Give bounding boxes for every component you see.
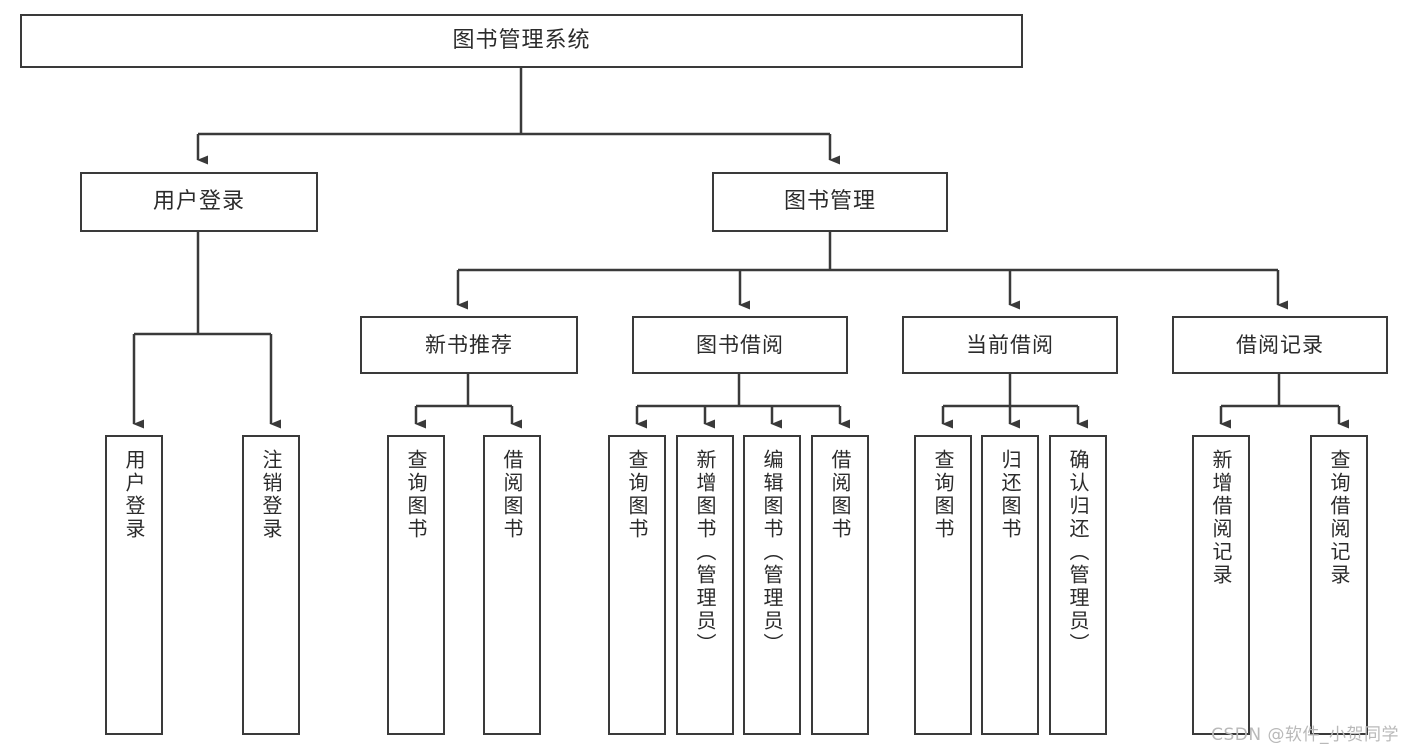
node-label: 编辑图书（管理员）	[760, 449, 784, 656]
node-leaf-add-borrow-record[interactable]: 新增借阅记录	[1192, 435, 1250, 735]
node-leaf-query-book-current[interactable]: 查询图书	[914, 435, 972, 735]
node-current-borrow[interactable]: 当前借阅	[902, 316, 1118, 374]
node-leaf-borrow-book[interactable]: 借阅图书	[811, 435, 869, 735]
node-leaf-edit-book-admin[interactable]: 编辑图书（管理员）	[743, 435, 801, 735]
node-label: 借阅图书	[828, 449, 852, 541]
node-label: 确认归还（管理员）	[1066, 449, 1090, 656]
node-label: 归还图书	[998, 449, 1022, 541]
node-label: 借阅记录	[1236, 332, 1324, 357]
node-label: 查询借阅记录	[1327, 449, 1351, 587]
node-label: 当前借阅	[966, 332, 1054, 357]
node-label: 用户登录	[152, 189, 245, 215]
node-label: 新增借阅记录	[1209, 449, 1233, 587]
node-leaf-borrow-book-recommend[interactable]: 借阅图书	[483, 435, 541, 735]
node-label: 查询图书	[625, 449, 649, 541]
node-leaf-query-book-recommend[interactable]: 查询图书	[387, 435, 445, 735]
node-new-book-recommend[interactable]: 新书推荐	[360, 316, 578, 374]
node-label: 用户登录	[122, 449, 146, 541]
node-label: 新书推荐	[425, 332, 513, 357]
node-label: 注销登录	[259, 449, 283, 541]
node-leaf-user-login[interactable]: 用户登录	[105, 435, 163, 735]
node-label: 图书管理系统	[452, 28, 591, 54]
node-leaf-logout-login[interactable]: 注销登录	[242, 435, 300, 735]
node-user-login[interactable]: 用户登录	[80, 172, 318, 232]
node-leaf-add-book-admin[interactable]: 新增图书（管理员）	[676, 435, 734, 735]
node-leaf-query-borrow-record[interactable]: 查询借阅记录	[1310, 435, 1368, 735]
node-label: 借阅图书	[500, 449, 524, 541]
node-leaf-query-book-borrow[interactable]: 查询图书	[608, 435, 666, 735]
watermark: CSDN @软件_小贺同学	[1211, 725, 1399, 745]
node-book-management[interactable]: 图书管理	[712, 172, 948, 232]
node-root-book-management-system[interactable]: 图书管理系统	[20, 14, 1023, 68]
node-label: 查询图书	[404, 449, 428, 541]
node-leaf-confirm-return-admin[interactable]: 确认归还（管理员）	[1049, 435, 1107, 735]
node-leaf-return-book[interactable]: 归还图书	[981, 435, 1039, 735]
node-label: 查询图书	[931, 449, 955, 541]
node-label: 图书管理	[783, 189, 876, 215]
node-book-borrow[interactable]: 图书借阅	[632, 316, 848, 374]
node-borrow-record[interactable]: 借阅记录	[1172, 316, 1388, 374]
node-label: 图书借阅	[696, 332, 784, 357]
node-label: 新增图书（管理员）	[693, 449, 717, 656]
